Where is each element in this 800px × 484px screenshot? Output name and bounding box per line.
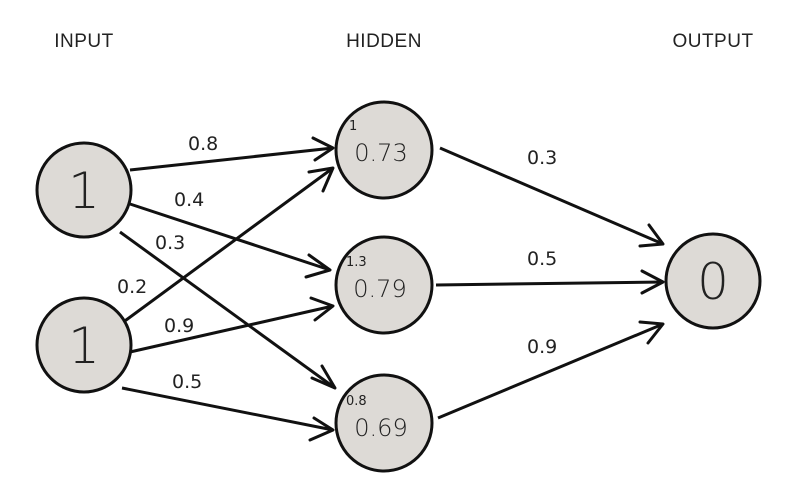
hidden-node-1-sum: 1: [349, 119, 357, 134]
input-node-1-value: 1: [68, 162, 100, 220]
edge-input-2-hidden-1: [121, 166, 335, 325]
output-node-1-value: 0: [697, 253, 729, 311]
hidden-node-3-value: 0.69: [354, 414, 407, 442]
hidden-node-2: 1.3 0.79: [334, 235, 434, 335]
weight-label-input-1-hidden-2: 0.4: [174, 189, 204, 211]
hidden-node-2-sum: 1.3: [346, 255, 367, 270]
edge-input-2-hidden-3: [121, 386, 335, 442]
hidden-node-3-sum: 0.8: [346, 394, 367, 409]
layer-label-input: INPUT: [54, 31, 114, 52]
weight-label-input-2-hidden-1: 0.2: [117, 276, 147, 298]
layer-label-output: OUTPUT: [672, 31, 753, 52]
edge-hidden-2-output-1: [435, 269, 665, 295]
weight-label-input-2-hidden-2: 0.9: [164, 315, 194, 337]
weight-label-input-1-hidden-1: 0.8: [188, 133, 218, 155]
hidden-node-2-value: 0.79: [353, 275, 406, 303]
output-node-1: 0: [664, 232, 762, 330]
hidden-node-1-value: 0.73: [354, 139, 407, 167]
edge-input-1-hidden-3: [119, 230, 337, 390]
input-node-1: 1: [35, 141, 133, 239]
weight-label-hidden-1-output-1: 0.3: [527, 147, 557, 169]
weight-label-hidden-3-output-1: 0.9: [527, 336, 557, 358]
hidden-node-1: 1 0.73: [334, 100, 434, 200]
hidden-node-3: 0.8 0.69: [334, 373, 434, 473]
input-node-2-value: 1: [68, 317, 100, 375]
edge-input-2-hidden-2: [129, 296, 335, 354]
edge-input-1-hidden-2: [129, 202, 332, 279]
edge-hidden-1-output-1: [439, 146, 665, 248]
layer-label-hidden: HIDDEN: [346, 31, 422, 52]
weight-label-input-1-hidden-3: 0.3: [155, 232, 185, 254]
weight-label-input-2-hidden-3: 0.5: [172, 371, 202, 393]
edge-input-1-hidden-1: [129, 136, 335, 172]
edge-hidden-3-output-1: [437, 320, 665, 420]
input-node-2: 1: [35, 296, 133, 394]
weight-label-hidden-2-output-1: 0.5: [527, 248, 557, 270]
